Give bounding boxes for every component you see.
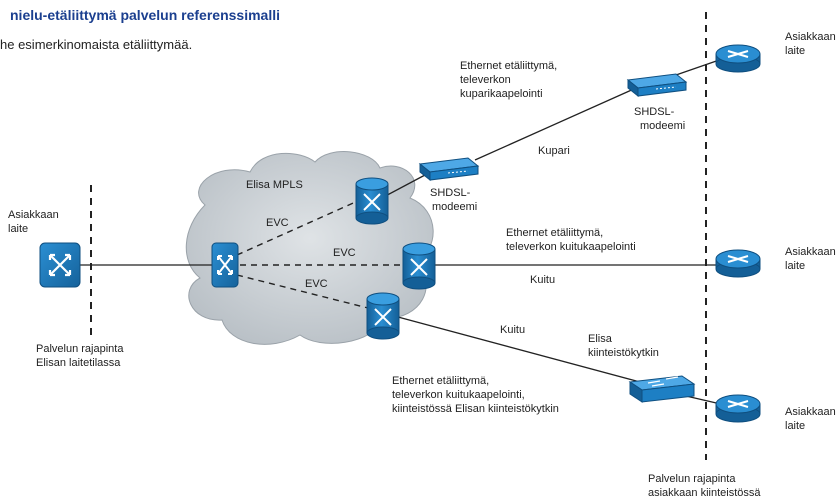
kupari-label: Kupari — [538, 145, 570, 157]
right-customer-device-mid-icon — [715, 249, 761, 278]
shdsl-modem-top-icon — [626, 73, 688, 98]
evc-label-bottom: EVC — [305, 278, 328, 290]
bottom-note-label: Ethernet etäliittymä, televerkon kuituka… — [392, 375, 559, 415]
evc-link-top — [236, 199, 361, 256]
shdsl-top-label: SHDSL- modeemi — [634, 106, 685, 132]
link-fiber-bottom — [397, 316, 641, 383]
right-customer-mid-label: Asiakkaan laite — [785, 246, 837, 272]
shdsl-mid-label: SHDSL- modeemi — [430, 187, 477, 213]
copper-note-label: Ethernet etäliittymä, televerkon kuparik… — [460, 60, 560, 100]
left-customer-device-icon — [39, 242, 81, 288]
right-boundary-label: Palvelun rajapinta asiakkaan kiinteistös… — [648, 473, 761, 498]
right-customer-bottom-label: Asiakkaan laite — [785, 406, 837, 432]
right-customer-device-top-icon — [715, 44, 761, 73]
central-pe-switch-icon — [211, 242, 239, 288]
evc-label-mid: EVC — [333, 247, 356, 259]
shdsl-modem-mid-icon — [418, 157, 480, 182]
building-switch-icon — [628, 375, 696, 403]
fiber-note-label: Ethernet etäliittymä, televerkon kuituka… — [506, 227, 636, 253]
evc-label-top: EVC — [266, 217, 289, 229]
pe-router-bottom-icon — [366, 292, 400, 340]
cloud-label: Elisa MPLS — [246, 179, 303, 191]
link-copper — [474, 87, 637, 161]
right-customer-top-label: Asiakkaan laite — [785, 31, 837, 57]
building-switch-label: Elisa kiinteistökytkin — [588, 333, 659, 359]
kuitu-bottom-label: Kuitu — [500, 324, 525, 336]
kuitu-mid-label: Kuitu — [530, 274, 555, 286]
diagram-subtitle: he esimerkinomaista etäliittymää. — [0, 37, 192, 52]
left-customer-label: Asiakkaan laite — [8, 209, 62, 235]
diagram-title: nielu-etäliittymä palvelun referenssimal… — [10, 7, 280, 23]
evc-link-bottom — [236, 274, 369, 309]
pe-router-mid-icon — [402, 242, 436, 290]
pe-router-top-icon — [355, 177, 389, 225]
left-boundary-label: Palvelun rajapinta Elisan laitetilassa — [36, 343, 127, 369]
right-customer-device-bottom-icon — [715, 394, 761, 423]
